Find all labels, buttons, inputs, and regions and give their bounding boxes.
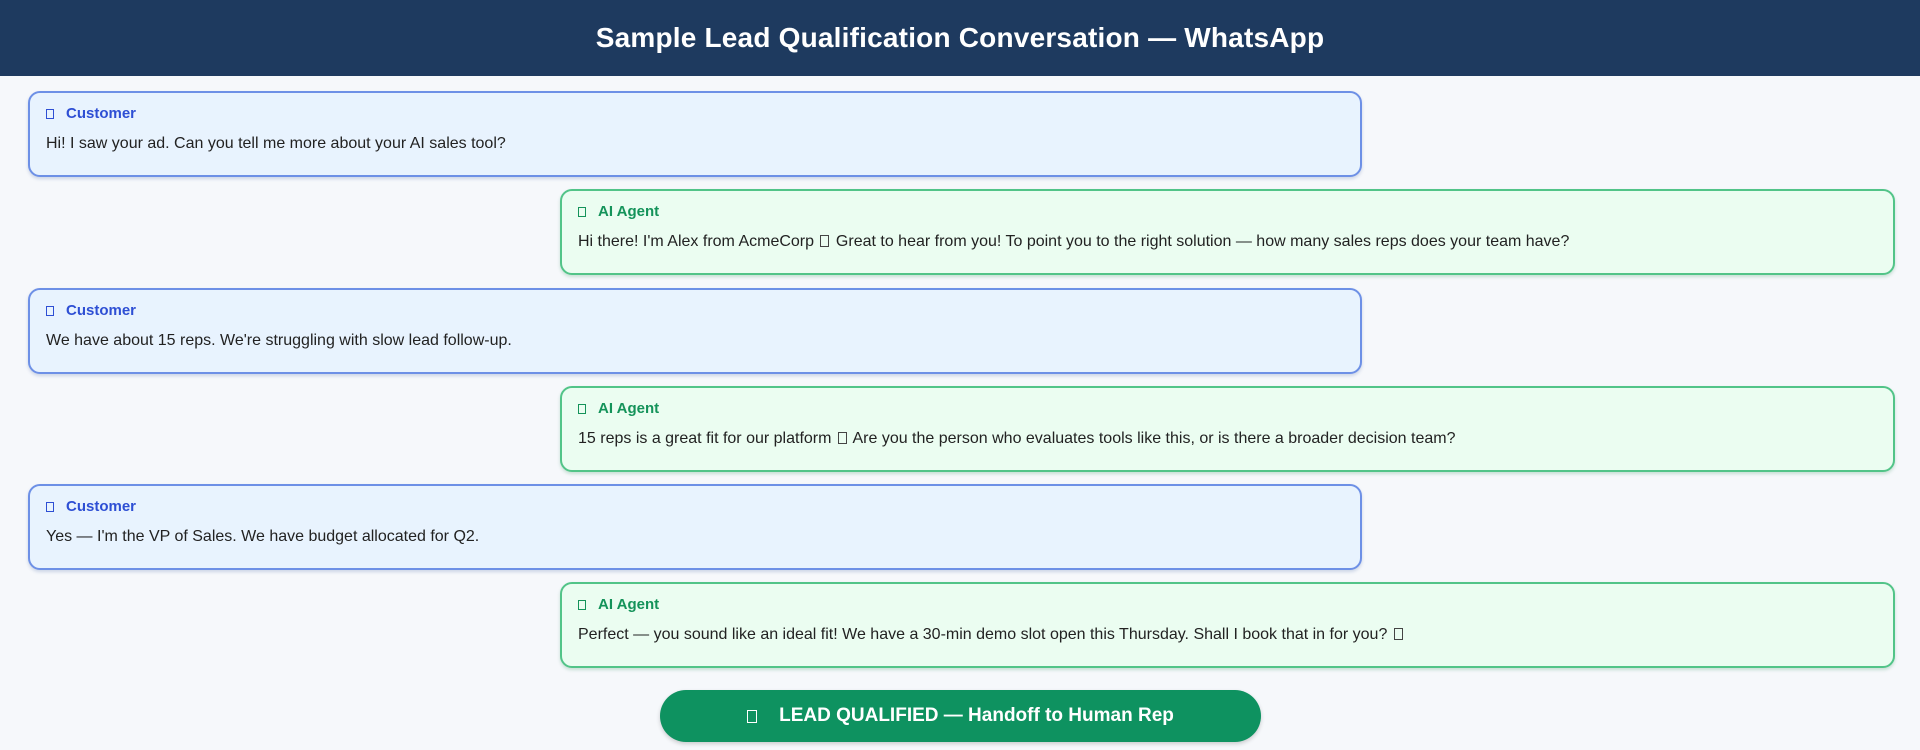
sender-label-agent: AI Agent	[578, 596, 659, 613]
sender-name: AI Agent	[598, 400, 660, 417]
customer-icon	[46, 108, 54, 119]
message-text: 15 reps is a great fit for our platform …	[578, 430, 1455, 448]
message-text: Perfect — you sound like an ideal fit! W…	[578, 626, 1405, 644]
emoji-icon	[837, 432, 847, 444]
message-text-part-2: Are you the person who evaluates tools l…	[852, 430, 1456, 447]
message-text: Hi there! I'm Alex from AcmeCorp Great t…	[578, 233, 1569, 251]
agent-icon	[578, 206, 586, 217]
message-bubble-agent: AI Agent Hi there! I'm Alex from AcmeCor…	[560, 189, 1895, 275]
message-bubble-agent: AI Agent 15 reps is a great fit for our …	[560, 386, 1895, 472]
message-text-part-2: Great to hear from you! To point you to …	[835, 233, 1570, 250]
handoff-label: LEAD QUALIFIED — Handoff to Human Rep	[779, 705, 1174, 726]
message-bubble-customer: Customer We have about 15 reps. We're st…	[28, 288, 1362, 374]
page-title: Sample Lead Qualification Conversation —…	[595, 22, 1325, 53]
sender-label-agent: AI Agent	[578, 400, 659, 417]
message-text-content: We have about 15 reps. We're struggling …	[46, 332, 512, 349]
sender-name: Customer	[66, 498, 137, 515]
check-icon	[747, 709, 758, 723]
message-bubble-customer: Customer Hi! I saw your ad. Can you tell…	[28, 91, 1362, 177]
header-bar: Sample Lead Qualification Conversation —…	[0, 0, 1920, 76]
sender-label-customer: Customer	[46, 302, 136, 319]
message-text-content: Hi! I saw your ad. Can you tell me more …	[46, 135, 506, 152]
message-text-part-1: Hi there! I'm Alex from AcmeCorp	[578, 233, 815, 250]
emoji-icon	[820, 235, 830, 247]
message-bubble-customer: Customer Yes — I'm the VP of Sales. We h…	[28, 484, 1362, 570]
message-text-part-1: 15 reps is a great fit for our platform	[578, 430, 832, 447]
emoji-icon	[1393, 628, 1403, 640]
lead-qualified-badge: LEAD QUALIFIED — Handoff to Human Rep	[660, 690, 1261, 742]
message-text: Yes — I'm the VP of Sales. We have budge…	[46, 528, 479, 546]
sender-label-agent: AI Agent	[578, 203, 659, 220]
customer-icon	[46, 501, 54, 512]
agent-icon	[578, 599, 586, 610]
sender-name: Customer	[66, 105, 137, 122]
message-text-content: Yes — I'm the VP of Sales. We have budge…	[46, 528, 480, 545]
customer-icon	[46, 305, 54, 316]
agent-icon	[578, 403, 586, 414]
message-bubble-agent: AI Agent Perfect — you sound like an ide…	[560, 582, 1895, 668]
sender-name: Customer	[66, 302, 137, 319]
sender-label-customer: Customer	[46, 105, 136, 122]
sender-name: AI Agent	[598, 203, 660, 220]
message-text: Hi! I saw your ad. Can you tell me more …	[46, 135, 506, 153]
sender-name: AI Agent	[598, 596, 660, 613]
message-text-part-1: Perfect — you sound like an ideal fit! W…	[578, 626, 1388, 643]
sender-label-customer: Customer	[46, 498, 136, 515]
message-text: We have about 15 reps. We're struggling …	[46, 332, 512, 350]
